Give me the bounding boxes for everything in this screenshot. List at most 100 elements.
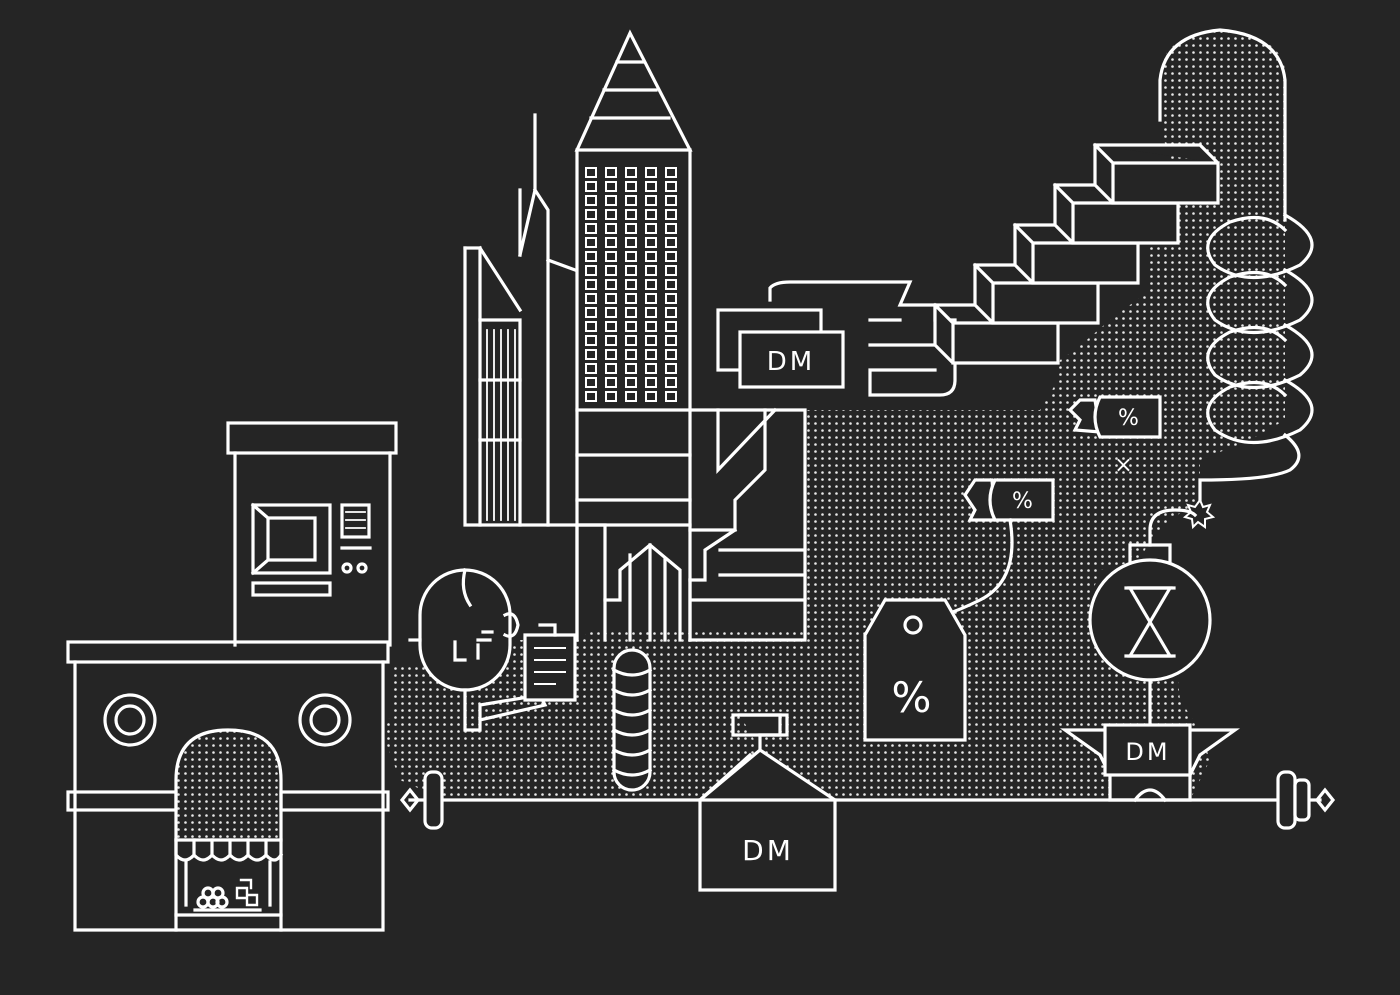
tag-small-2-symbol: % (1012, 489, 1036, 514)
tower-window (665, 223, 677, 234)
tower-window (585, 307, 597, 318)
tower-window (665, 265, 677, 276)
tower-window (645, 251, 657, 262)
tower-window (645, 279, 657, 290)
tower-window (645, 293, 657, 304)
tower-window (625, 363, 637, 374)
tower-window (645, 321, 657, 332)
tower-window (645, 181, 657, 192)
tower-window (625, 209, 637, 220)
tower-window (625, 237, 637, 248)
tower-window (625, 349, 637, 360)
tower-window (585, 377, 597, 388)
tower-window (625, 307, 637, 318)
tower-window (625, 223, 637, 234)
tower-window (625, 265, 637, 276)
tower-window (605, 181, 617, 192)
shop-building (66, 640, 390, 932)
tower-window (665, 181, 677, 192)
hand-banknote: DM (716, 280, 957, 397)
tower-window (605, 349, 617, 360)
tower-window (585, 209, 597, 220)
tower-window (665, 349, 677, 360)
tower-window (585, 237, 597, 248)
tower-window (665, 321, 677, 332)
tower-window (585, 195, 597, 206)
tower-window (605, 293, 617, 304)
tower-window (645, 307, 657, 318)
tower-window (645, 237, 657, 248)
tower-window (585, 251, 597, 262)
spring-coil (1158, 28, 1314, 502)
tower-window (645, 209, 657, 220)
tower-window (665, 167, 677, 178)
tower-window (585, 349, 597, 360)
tower-window (605, 167, 617, 178)
tower-window (645, 167, 657, 178)
anvil-label: DM (1125, 738, 1170, 766)
tower-window (585, 265, 597, 276)
weight-bottle: DM (697, 713, 837, 892)
tower-window (665, 377, 677, 388)
clerk-figure (408, 568, 577, 732)
tower-window (645, 223, 657, 234)
tower-window (605, 377, 617, 388)
tower-window (585, 335, 597, 346)
skyline (463, 29, 807, 642)
tower-window (605, 391, 617, 402)
tower-window (585, 167, 597, 178)
tower-window (625, 181, 637, 192)
tower-window (625, 195, 637, 206)
tower-window (605, 251, 617, 262)
tower-window (585, 293, 597, 304)
tower-window (645, 265, 657, 276)
tower-window (665, 307, 677, 318)
gold-bar (1092, 142, 1220, 205)
tower-window (665, 251, 677, 262)
tower-window (665, 195, 677, 206)
percent-tags: % × % % (863, 395, 1162, 742)
tower-window (585, 363, 597, 374)
tower-window (665, 237, 677, 248)
tower-window (625, 293, 637, 304)
atm-kiosk (226, 421, 398, 647)
tower-window (605, 335, 617, 346)
tag-small-1-symbol: % (1118, 406, 1142, 431)
tower-window (665, 293, 677, 304)
tower-window (585, 279, 597, 290)
tower-window (645, 335, 657, 346)
tower-window (625, 251, 637, 262)
bottle-label: DM (742, 834, 794, 867)
tower-window (645, 391, 657, 402)
tower-window (605, 195, 617, 206)
tower-window (665, 335, 677, 346)
tower-window (645, 195, 657, 206)
tower-window (625, 377, 637, 388)
tower-window (645, 377, 657, 388)
tower-window (605, 321, 617, 332)
tower-window (625, 391, 637, 402)
tower-window (585, 223, 597, 234)
anvil: DM (1060, 723, 1240, 803)
tower-window (625, 321, 637, 332)
tower-window (665, 363, 677, 374)
tower-window (585, 181, 597, 192)
tower-window (605, 265, 617, 276)
tower-window (605, 363, 617, 374)
tower-window (645, 363, 657, 374)
tower-window (605, 209, 617, 220)
tower-window (645, 349, 657, 360)
tower-window (585, 321, 597, 332)
multiply-symbol: × (1114, 453, 1135, 478)
tower-window (625, 167, 637, 178)
barbell (399, 770, 1336, 830)
tag-large-symbol: % (892, 673, 935, 722)
tower-window (585, 391, 597, 402)
gold-bar-stairs (932, 142, 1220, 365)
tower-window (625, 279, 637, 290)
tower-window (665, 391, 677, 402)
hourglass-bomb (1088, 497, 1216, 732)
tower-window (605, 237, 617, 248)
coin-stack (611, 648, 653, 792)
